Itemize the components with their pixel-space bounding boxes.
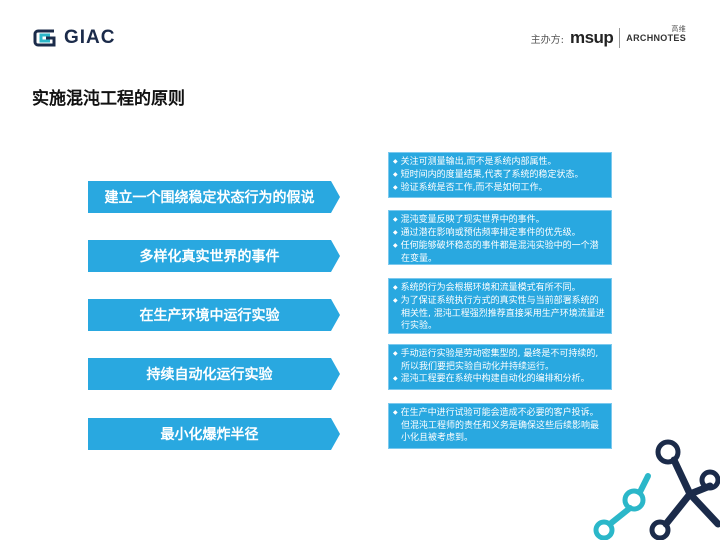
principle-detail: 关注可测量输出,而不是系统内部属性。 短时间内的度量结果,代表了系统的稳定状态。… bbox=[388, 152, 612, 198]
archnotes-text: ARCHNOTES bbox=[626, 33, 686, 43]
detail-item: 手动运行实验是劳动密集型的, 最终是不可持续的, 所以我们要把实验自动化并持续运… bbox=[393, 348, 607, 373]
principle-detail: 在生产中进行试验可能会造成不必要的客户投诉。但混沌工程师的责任和义务是确保这些后… bbox=[388, 403, 612, 449]
principle-detail: 系统的行为会根据环境和流量模式有所不同。 为了保证系统执行方式的真实性与当前部署… bbox=[388, 278, 612, 334]
sponsor-divider bbox=[619, 28, 621, 48]
detail-item: 系统的行为会根据环境和流量模式有所不同。 bbox=[393, 282, 607, 295]
archnotes-cn: 高维 bbox=[671, 26, 686, 33]
detail-item: 混沌变量反映了现实世界中的事件。 bbox=[393, 214, 607, 227]
detail-item: 验证系统是否工作,而不是如何工作。 bbox=[393, 182, 607, 195]
giac-logo: GIAC bbox=[32, 27, 116, 49]
sponsor-label: 主办方: bbox=[530, 34, 564, 46]
principle-detail: 混沌变量反映了现实世界中的事件。 通过潜在影响或预估频率排定事件的优先级。 任何… bbox=[388, 210, 612, 265]
detail-item: 混沌工程要在系统中构建自动化的编排和分析。 bbox=[393, 373, 607, 386]
principle-box: 建立一个围绕稳定状态行为的假说 bbox=[88, 181, 340, 213]
network-decoration-icon bbox=[593, 439, 720, 540]
detail-item: 任何能够破坏稳态的事件都是混沌实验中的一个潜在变量。 bbox=[393, 240, 607, 265]
msup-logo: msup bbox=[569, 28, 614, 47]
giac-logo-text: GIAC bbox=[64, 27, 116, 48]
sponsor-area: 主办方: msup 高维 ARCHNOTES bbox=[530, 26, 686, 49]
principle-box: 多样化真实世界的事件 bbox=[88, 240, 340, 272]
detail-item: 为了保证系统执行方式的真实性与当前部署系统的相关性, 混沌工程强烈推荐直接采用生… bbox=[393, 295, 607, 332]
giac-logo-mark-icon bbox=[33, 29, 56, 47]
detail-item: 通过潜在影响或预估频率排定事件的优先级。 bbox=[393, 227, 607, 240]
principle-box: 持续自动化运行实验 bbox=[88, 358, 340, 390]
detail-item: 短时间内的度量结果,代表了系统的稳定状态。 bbox=[393, 169, 607, 182]
page-title: 实施混沌工程的原则 bbox=[32, 89, 185, 109]
archnotes-logo: 高维 ARCHNOTES bbox=[626, 26, 686, 43]
principle-detail: 手动运行实验是劳动密集型的, 最终是不可持续的, 所以我们要把实验自动化并持续运… bbox=[388, 344, 612, 390]
principle-box: 最小化爆炸半径 bbox=[88, 418, 340, 450]
principle-box: 在生产环境中运行实验 bbox=[88, 299, 340, 331]
detail-item: 关注可测量输出,而不是系统内部属性。 bbox=[393, 156, 607, 169]
detail-item: 在生产中进行试验可能会造成不必要的客户投诉。但混沌工程师的责任和义务是确保这些后… bbox=[393, 407, 607, 444]
